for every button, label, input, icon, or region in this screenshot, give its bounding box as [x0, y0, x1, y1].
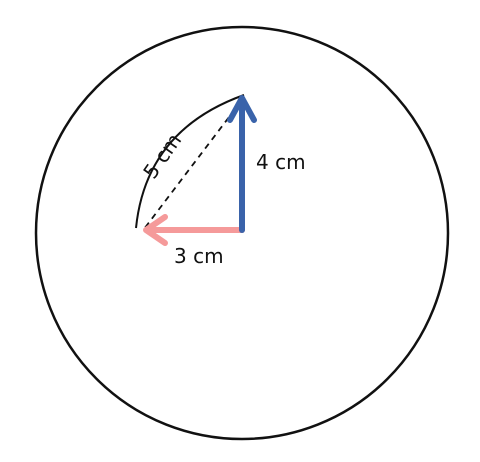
horizontal-label: 3 cm — [174, 244, 224, 268]
horizontal-arrow-head — [143, 214, 168, 246]
outer-circle — [34, 25, 450, 441]
hypotenuse-dashed-line — [143, 99, 243, 230]
hypotenuse-length-arc — [135, 94, 245, 229]
hypotenuse-label: 5 cm — [138, 129, 186, 183]
vertical-arrow-head — [227, 95, 257, 123]
vertical-label: 4 cm — [256, 150, 306, 174]
